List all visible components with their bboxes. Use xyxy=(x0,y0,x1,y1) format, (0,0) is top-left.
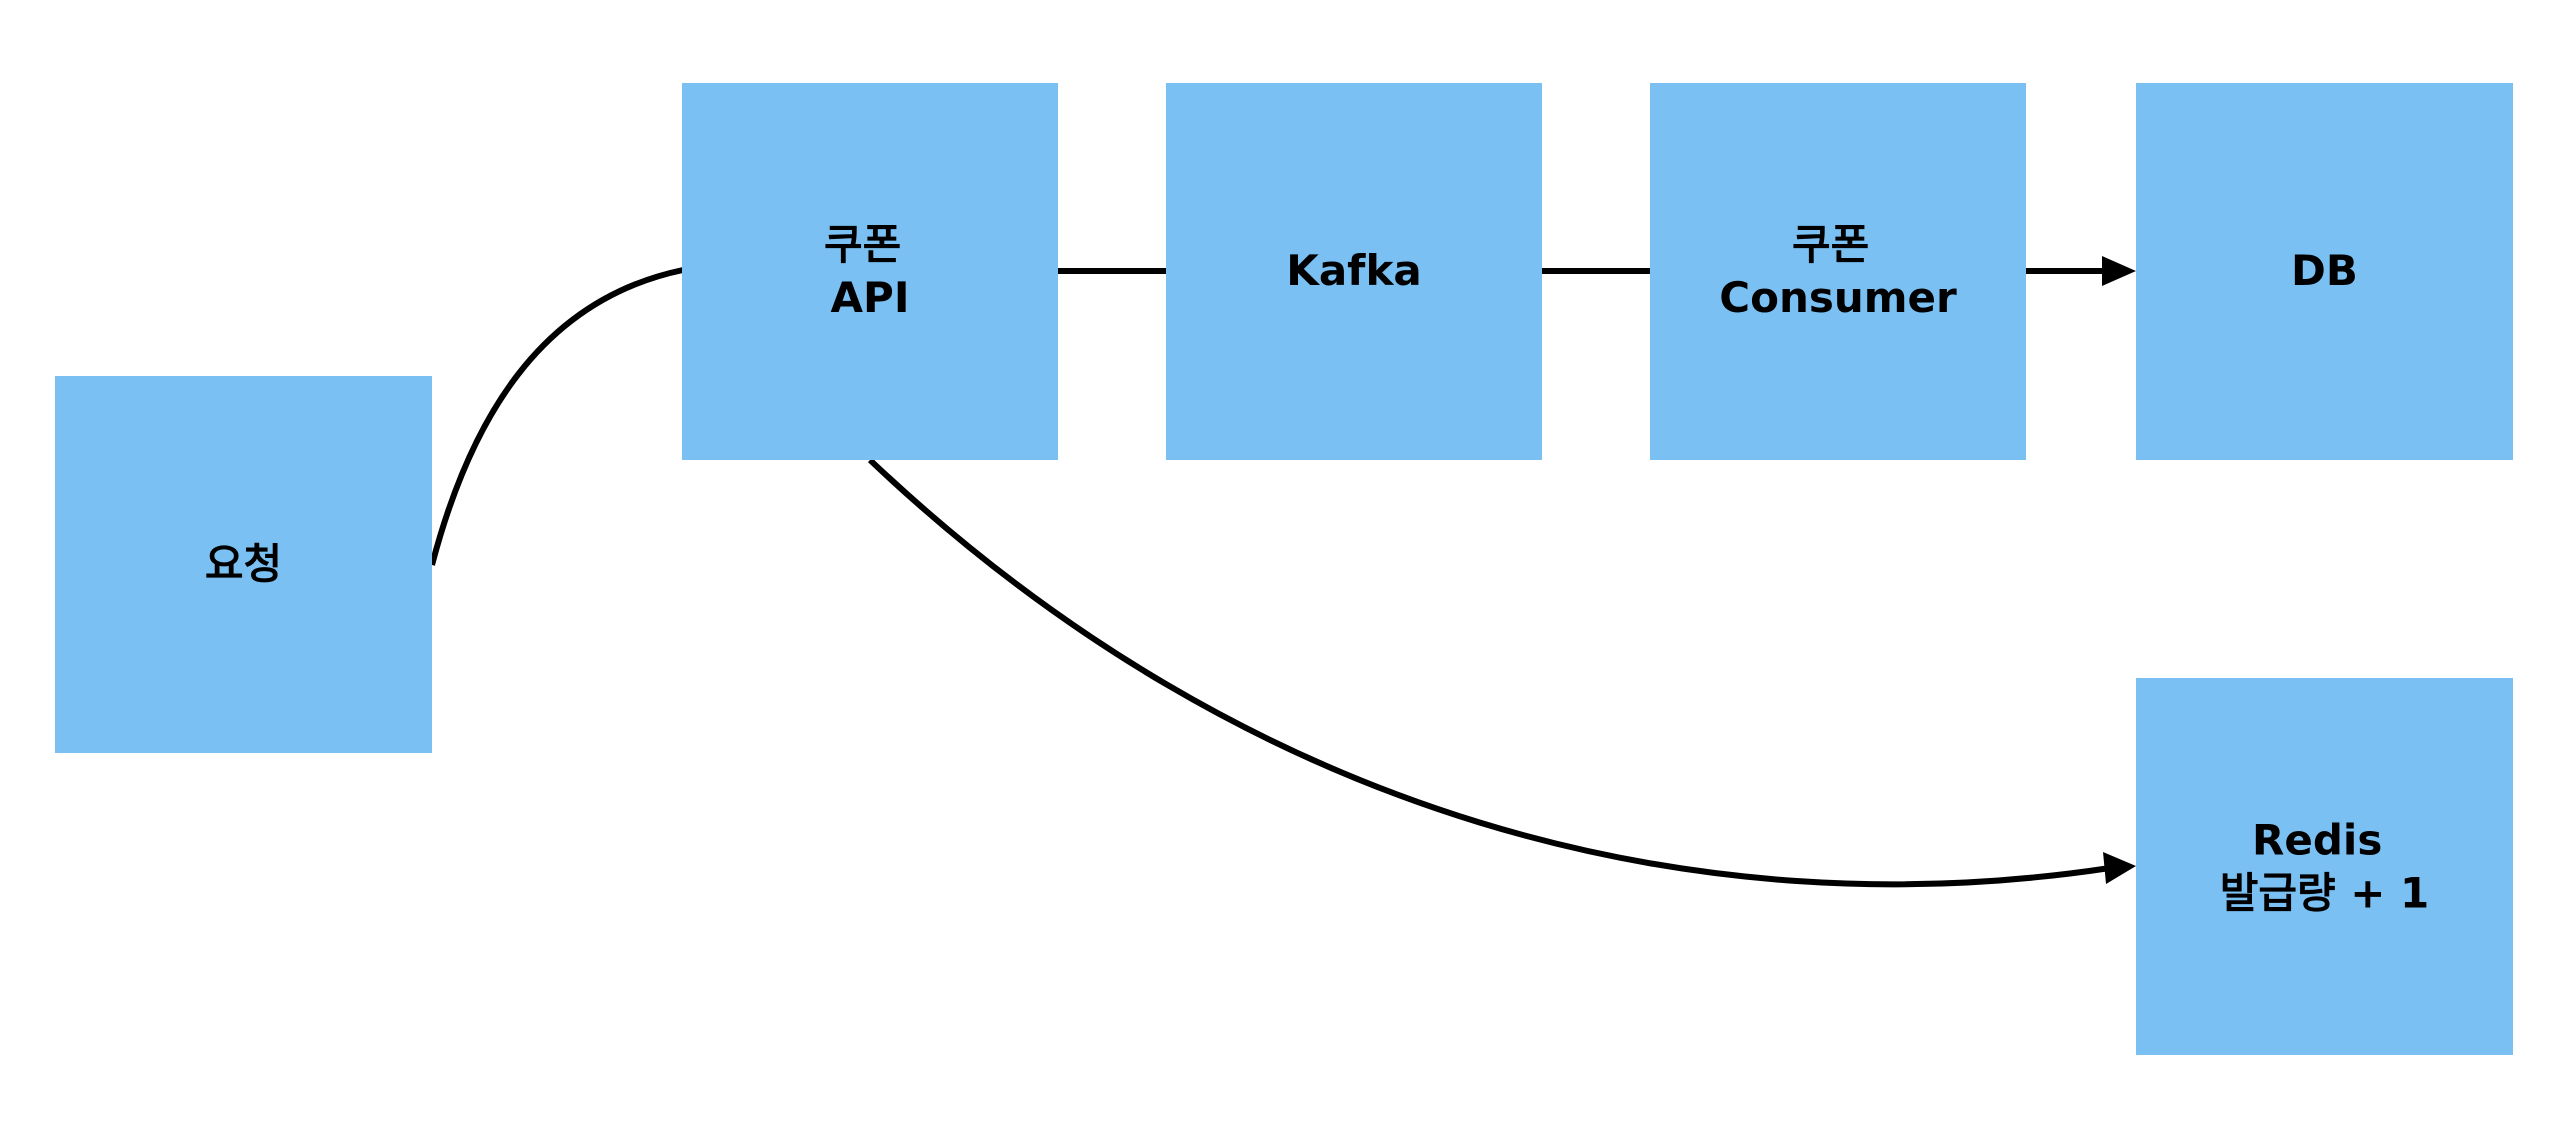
node-coupon-api-label: 쿠폰 API xyxy=(824,220,916,322)
node-kafka-label-line-1: Kafka xyxy=(1286,246,1421,295)
arrowhead-redis xyxy=(2103,852,2136,884)
node-request-label-line-1: 요청 xyxy=(205,540,282,589)
node-db: DB xyxy=(2136,83,2513,460)
node-db-label-line-1: DB xyxy=(2291,246,2358,295)
node-request: 요청 xyxy=(55,376,432,753)
node-redis-label-line-2: 발급량 + 1 xyxy=(2220,869,2430,918)
node-coupon-consumer: 쿠폰 Consumer xyxy=(1650,83,2026,460)
node-coupon-api-label-line-1: 쿠폰 xyxy=(824,220,901,269)
node-redis-label-line-1: Redis xyxy=(2252,816,2382,865)
node-coupon-consumer-label-line-1: 쿠폰 xyxy=(1792,220,1869,269)
node-request-label: 요청 xyxy=(205,540,282,589)
edge-coupon-api-to-redis xyxy=(867,457,2111,888)
node-kafka: Kafka xyxy=(1166,83,1542,460)
node-coupon-consumer-label-line-2: Consumer xyxy=(1719,273,1957,322)
node-coupon-api-label-line-2: API xyxy=(831,273,910,322)
node-coupon-api: 쿠폰 API xyxy=(682,83,1058,460)
node-kafka-label: Kafka xyxy=(1286,246,1421,295)
edge-request-to-coupon-api xyxy=(429,267,684,566)
node-db-label: DB xyxy=(2291,246,2358,295)
edges-group xyxy=(429,256,2136,888)
node-coupon-consumer-label: 쿠폰 Consumer xyxy=(1719,220,1957,322)
node-redis-label: Redis 발급량 + 1 xyxy=(2220,816,2430,918)
nodes-group: 요청 쿠폰 API Kafka 쿠폰 Consumer xyxy=(55,83,2513,1055)
arrowhead-db xyxy=(2102,256,2136,286)
node-redis: Redis 발급량 + 1 xyxy=(2136,678,2513,1055)
